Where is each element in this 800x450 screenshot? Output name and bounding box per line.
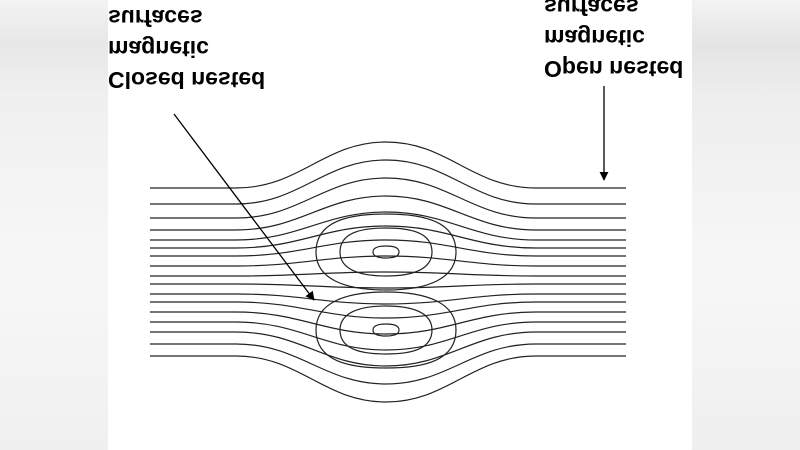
field-lines-diagram bbox=[150, 86, 626, 403]
open-field-line bbox=[150, 211, 626, 241]
open-field-line bbox=[150, 159, 626, 205]
open-field-line bbox=[150, 255, 626, 267]
closed-field-line bbox=[315, 291, 457, 369]
open-field-line bbox=[150, 343, 626, 385]
closed-surfaces-label: Closed nested magnetic surfaces bbox=[108, 2, 265, 95]
closed-field-line bbox=[372, 245, 400, 259]
open-field-line bbox=[150, 271, 626, 277]
closed-field-line bbox=[339, 227, 433, 277]
closed-field-lines bbox=[315, 213, 457, 369]
open-field-line bbox=[150, 293, 626, 305]
open-field-line bbox=[150, 177, 626, 219]
diagram-figure: Closed nested magnetic surfaces Open nes… bbox=[108, 0, 692, 450]
open-label-line: magnetic bbox=[544, 25, 645, 51]
closed-label-line: surfaces bbox=[108, 5, 203, 31]
closed-label-line: magnetic bbox=[108, 36, 209, 62]
closed-field-line bbox=[315, 213, 457, 291]
open-field-line bbox=[150, 321, 626, 351]
open-field-line bbox=[150, 283, 626, 289]
open-field-line bbox=[150, 355, 626, 403]
open-label-line: Open nested bbox=[544, 56, 684, 82]
open-field-line bbox=[150, 331, 626, 367]
open-surfaces-label: Open nested magnetic surfaces bbox=[544, 0, 683, 84]
open-field-line bbox=[150, 311, 626, 335]
closed-surfaces-arrow bbox=[173, 113, 315, 301]
open-field-line bbox=[150, 301, 626, 319]
closed-field-line bbox=[372, 323, 400, 337]
closed-label-line: Closed nested bbox=[108, 67, 266, 93]
closed-field-line bbox=[339, 305, 433, 355]
open-field-line bbox=[150, 141, 626, 189]
open-label-line: surfaces bbox=[544, 0, 639, 20]
open-field-line bbox=[150, 195, 626, 231]
right-margin-panel bbox=[692, 0, 800, 450]
open-field-line bbox=[150, 225, 626, 249]
left-margin-panel bbox=[0, 0, 108, 450]
open-field-lines bbox=[150, 141, 626, 403]
